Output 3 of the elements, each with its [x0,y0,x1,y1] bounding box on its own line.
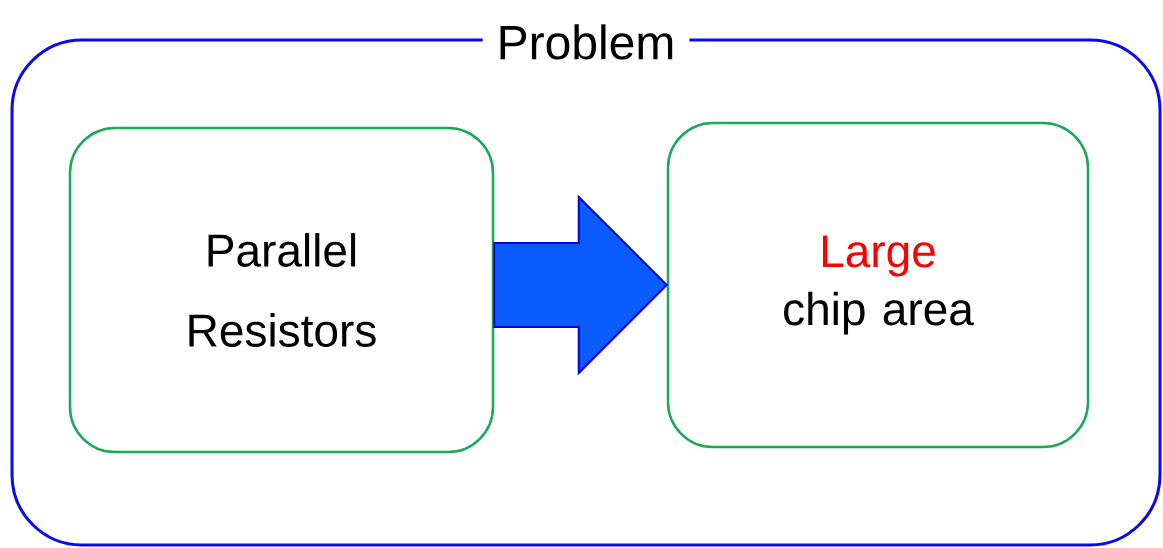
process-box: Parallel Resistors [68,126,495,454]
process-box: Large chip area [666,121,1090,449]
block-arrow [493,194,669,376]
